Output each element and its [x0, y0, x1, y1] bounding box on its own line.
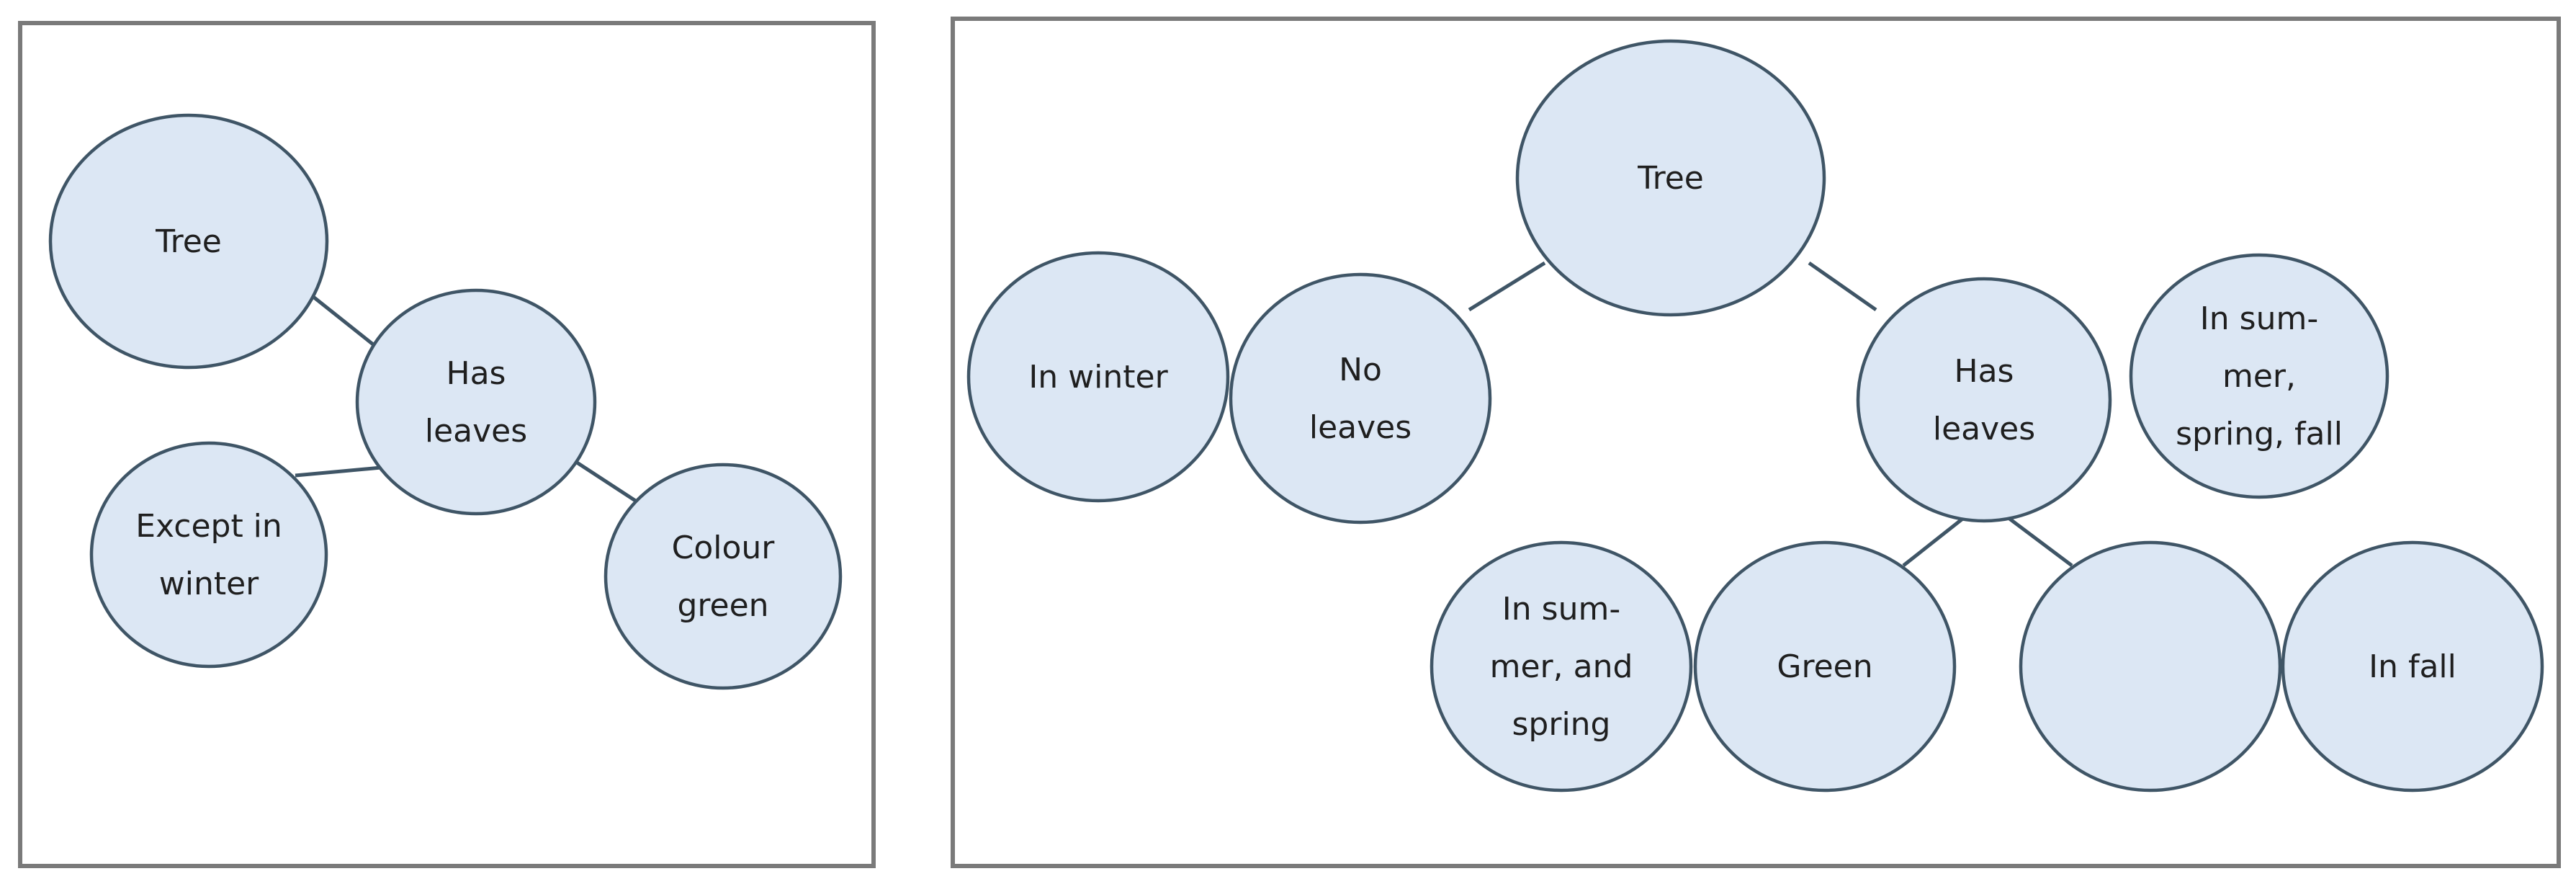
edge-a_has_leaves-to-a_colour: [571, 457, 642, 506]
node-a_has_leaves: Has leaves: [355, 288, 597, 516]
node-label-line: leaves: [1309, 409, 1412, 446]
node-a_tree: Tree: [48, 113, 329, 370]
edge-b_tree-to-b_no_leaves: [1468, 261, 1546, 312]
node-label-line: In sum-: [1502, 591, 1620, 628]
node-label-line: Tree: [155, 223, 222, 260]
node-circle: [1856, 277, 2112, 523]
node-label-line: Except in: [135, 508, 282, 545]
node-label-line: spring, fall: [2176, 416, 2343, 452]
node-label-line: Tree: [1637, 160, 1704, 197]
node-label-line: In winter: [1028, 359, 1168, 396]
node-circle: [2019, 540, 2282, 793]
node-label-line: leaves: [425, 413, 527, 450]
node-b_summer_spring_fall: In sum-mer, spring, fall: [2129, 253, 2389, 499]
edge-b_tree-to-b_has_leaves: [1808, 261, 1877, 312]
node-a_except: Except in winter: [89, 441, 328, 669]
node-circle: [48, 113, 329, 370]
node-label-line: winter: [159, 566, 259, 602]
node-label-line: green: [677, 587, 768, 624]
edge-a_tree-to-a_has_leaves: [308, 293, 374, 346]
node-label-line: In sum-: [2200, 300, 2318, 337]
node-circle: [1430, 540, 1693, 793]
node-circle: [355, 288, 597, 516]
node-b_in_winter: In winter: [966, 251, 1230, 503]
node-label-line: leaves: [1933, 411, 2035, 447]
node-circle: [89, 441, 328, 669]
node-label-line: Has: [446, 355, 506, 392]
node-b_summer_spring: In sum-mer, and spring: [1430, 540, 1693, 793]
node-circle: [603, 463, 843, 690]
node-label-line: Has: [1955, 353, 2014, 390]
node-b_no_leaves: No leaves: [1229, 272, 1492, 524]
node-circle: [2129, 253, 2389, 499]
node-b_has_leaves: Has leaves: [1856, 277, 2112, 523]
node-label-line: mer, and: [1490, 648, 1633, 685]
node-label-line: Colour: [672, 530, 776, 566]
node-label-line: spring: [1512, 706, 1611, 743]
node-b_green: Green: [1693, 540, 1957, 793]
node-label-line: No: [1339, 352, 1382, 388]
node-circle: [1693, 540, 1957, 793]
node-b_in_fall: In fall: [2281, 540, 2544, 793]
node-label-line: mer,: [2222, 358, 2296, 395]
node-circle: [1515, 39, 1826, 317]
node-circle: [966, 251, 1230, 503]
node-label-line: In fall: [2369, 648, 2456, 685]
edge-a_has_leaves-to-a_except: [295, 465, 390, 478]
node-circle: [2281, 540, 2544, 793]
node-circle: [1229, 272, 1492, 524]
node-b_tree: Tree: [1515, 39, 1826, 317]
node-label-line: Green: [1777, 648, 1872, 685]
node-b_blank: [2019, 540, 2282, 793]
node-a_colour: Colour green: [603, 463, 843, 690]
